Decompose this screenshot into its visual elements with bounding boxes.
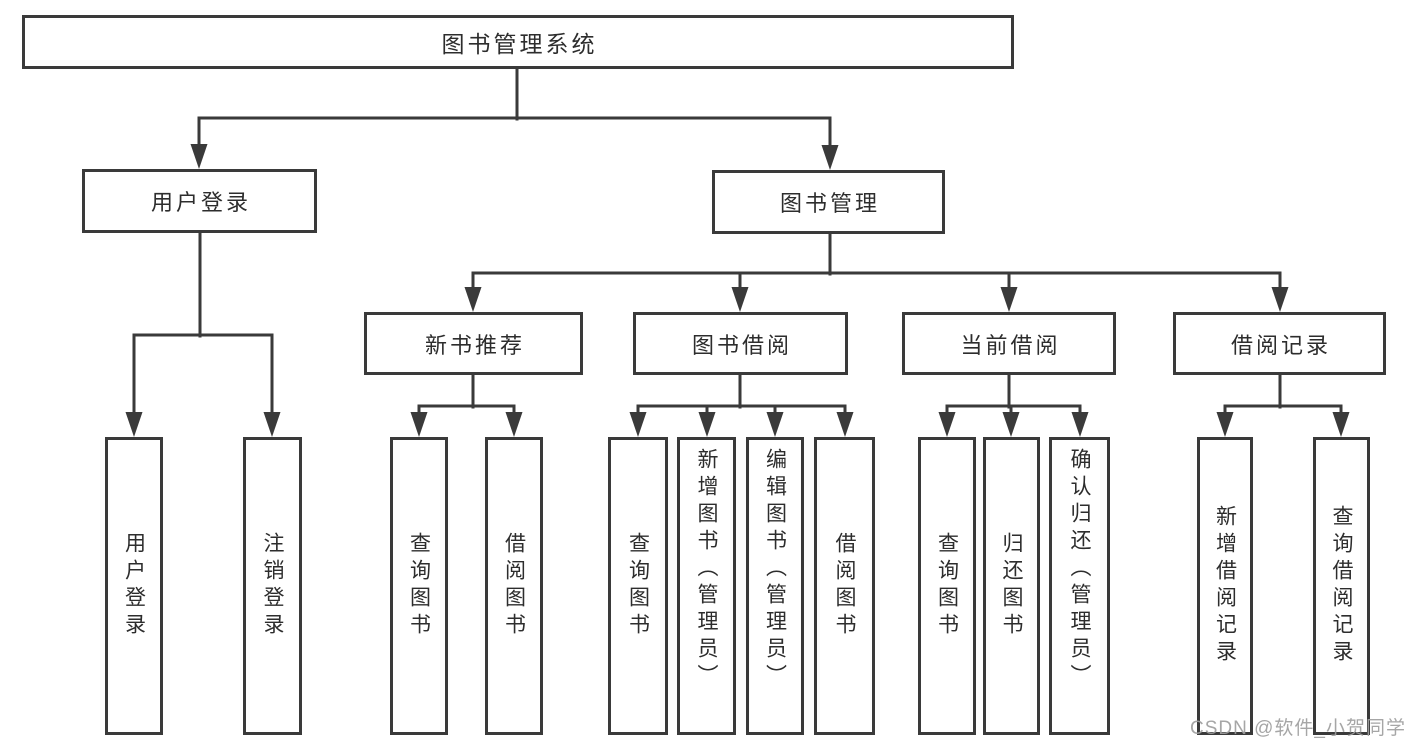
arrow-down-icon: [263, 412, 281, 437]
leaf-current-confirm-return-label: 确认归还（管理员）: [1068, 448, 1091, 691]
leaf-current-return-book-label: 归还图书: [1000, 532, 1023, 640]
node-new-book-recommend-label: 新书推荐: [424, 332, 525, 358]
leaf-user-login: 用户登录: [105, 437, 163, 735]
leaf-user-login-label: 用户登录: [122, 532, 146, 640]
node-book-management: 图书管理: [712, 170, 945, 234]
leaf-borrow-add-book: 新增图书（管理员）: [677, 437, 736, 735]
leaf-borrow-query-book-label: 查询图书: [626, 532, 650, 640]
arrow-down-icon: [1071, 412, 1089, 437]
arrow-down-icon: [1216, 412, 1234, 437]
node-new-book-recommend: 新书推荐: [364, 312, 583, 375]
leaf-logout-label: 注销登录: [261, 532, 284, 640]
arrow-down-icon: [190, 144, 208, 169]
leaf-borrow-edit-book-label: 编辑图书（管理员）: [763, 448, 787, 691]
arrow-down-icon: [1271, 287, 1289, 312]
arrow-down-icon: [410, 412, 428, 437]
watermark: CSDN @软件_小贺同学: [1190, 718, 1405, 739]
leaf-logout: 注销登录: [243, 437, 302, 735]
arrow-down-icon: [505, 412, 523, 437]
leaf-records-query-record: 查询借阅记录: [1313, 437, 1370, 735]
leaf-recommend-borrow-book: 借阅图书: [485, 437, 543, 735]
arrow-down-icon: [731, 287, 749, 312]
leaf-borrow-borrow-book-label: 借阅图书: [833, 532, 856, 640]
leaf-borrow-add-book-label: 新增图书（管理员）: [695, 448, 718, 691]
leaf-current-query-book: 查询图书: [918, 437, 976, 735]
arrow-down-icon: [836, 412, 854, 437]
arrow-down-icon: [766, 412, 784, 437]
leaf-current-confirm-return: 确认归还（管理员）: [1049, 437, 1110, 735]
leaf-borrow-edit-book: 编辑图书（管理员）: [746, 437, 804, 735]
arrow-down-icon: [821, 145, 839, 170]
leaf-records-query-record-label: 查询借阅记录: [1330, 505, 1353, 667]
node-book-borrow: 图书借阅: [633, 312, 848, 375]
arrow-down-icon: [698, 412, 716, 437]
node-book-management-label: 图书管理: [779, 191, 880, 216]
node-current-borrow: 当前借阅: [902, 312, 1116, 375]
leaf-borrow-query-book: 查询图书: [608, 437, 668, 735]
leaf-current-return-book: 归还图书: [983, 437, 1040, 735]
arrow-down-icon: [1000, 287, 1018, 312]
arrow-down-icon: [1332, 412, 1350, 437]
leaf-recommend-query-book-label: 查询图书: [407, 532, 431, 640]
node-user-login-label: 用户登录: [150, 190, 251, 215]
leaf-recommend-borrow-book-label: 借阅图书: [502, 532, 526, 640]
leaf-recommend-query-book: 查询图书: [390, 437, 448, 735]
node-current-borrow-label: 当前借阅: [960, 332, 1061, 358]
leaf-current-query-book-label: 查询图书: [935, 532, 959, 640]
node-root-label: 图书管理系统: [441, 31, 598, 57]
node-borrow-records: 借阅记录: [1173, 312, 1386, 375]
arrow-down-icon: [629, 412, 647, 437]
arrow-down-icon: [938, 412, 956, 437]
arrow-down-icon: [464, 287, 482, 312]
leaf-records-add-record: 新增借阅记录: [1197, 437, 1253, 735]
node-root: 图书管理系统: [22, 15, 1014, 69]
arrow-down-icon: [125, 412, 143, 437]
node-user-login: 用户登录: [82, 169, 317, 233]
node-borrow-records-label: 借阅记录: [1230, 332, 1331, 358]
leaf-borrow-borrow-book: 借阅图书: [814, 437, 875, 735]
leaf-records-add-record-label: 新增借阅记录: [1213, 505, 1237, 667]
arrow-down-icon: [1002, 412, 1020, 437]
node-book-borrow-label: 图书借阅: [691, 332, 792, 358]
